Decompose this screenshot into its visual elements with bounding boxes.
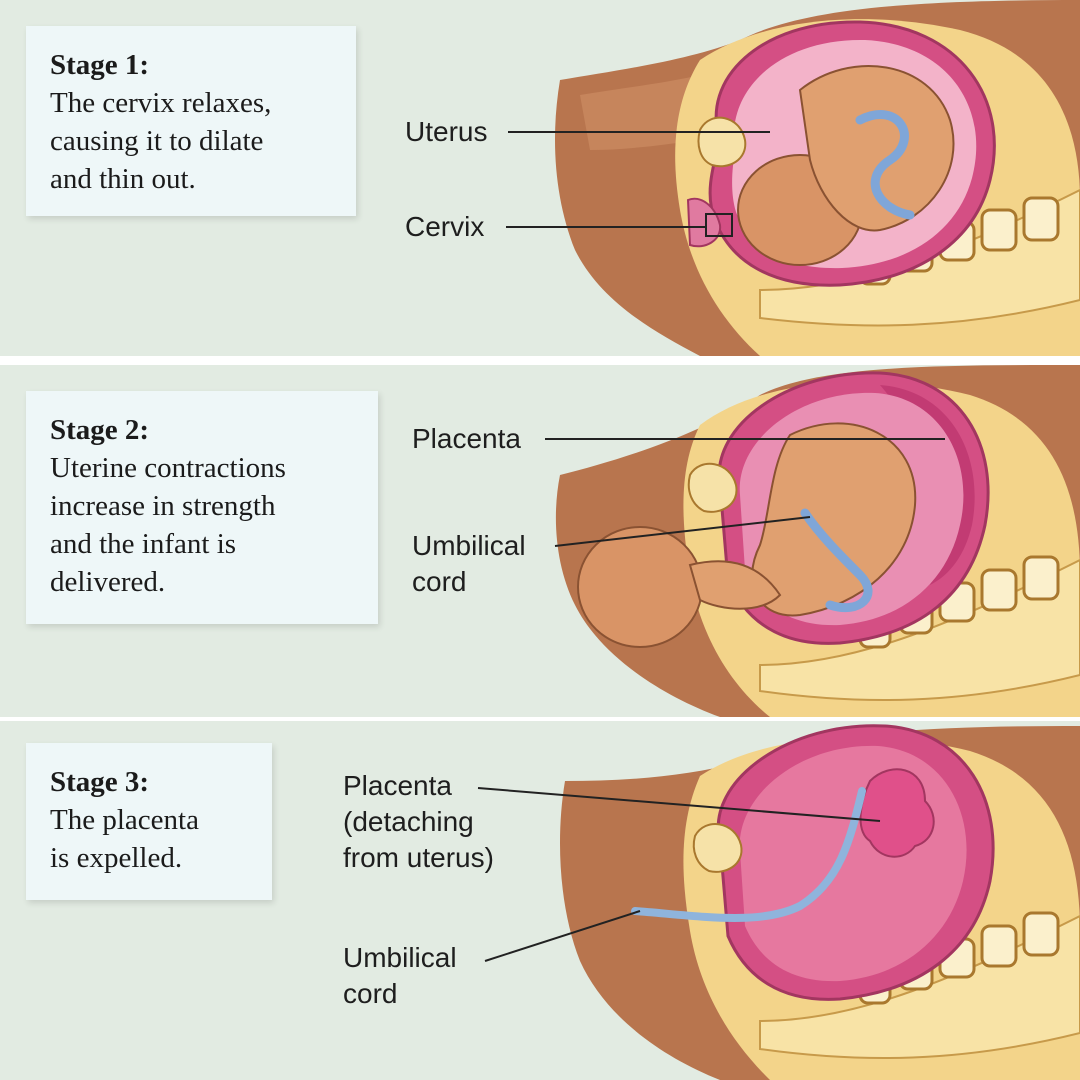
cervix-label: Cervix: [405, 211, 485, 242]
stage-3-panel: Stage 3: The placenta is expelled. Place…: [0, 721, 1080, 1080]
fetus-head-crowning: [577, 526, 703, 648]
uterus-label: Uterus: [405, 116, 488, 147]
stage-1-anatomy-illustration: [506, 0, 1080, 356]
umbilical-cord-label: Umbilical cord: [343, 942, 457, 1009]
stage-2-caption-box: Stage 2: Uterine contractions increase i…: [26, 391, 378, 624]
detaching-placenta: [859, 768, 935, 858]
umbilical-cord-label: Umbilical cord: [412, 530, 526, 597]
placenta-leader-line: [477, 787, 881, 822]
stage-3-caption-box: Stage 3: The placenta is expelled.: [26, 743, 272, 900]
cervix-marker: [705, 213, 733, 237]
cervix-tissue: [686, 197, 722, 248]
umbilical-cord-leader-line: [484, 910, 641, 962]
placenta-label: Placenta: [412, 423, 521, 454]
stage-3-anatomy-illustration: [477, 724, 1080, 1080]
umbilical-cord-leader-line: [554, 516, 811, 547]
bladder: [692, 823, 743, 873]
stage-2-title: Stage 2:: [50, 414, 150, 446]
stage-1-title: Stage 1:: [50, 49, 150, 81]
umbilical-cord: [800, 508, 873, 613]
spine-band: [759, 914, 1080, 1060]
spine-band: [759, 558, 1080, 702]
umbilical-cord: [855, 110, 915, 220]
detaching-placenta-label: Placenta (detaching from uterus): [343, 770, 494, 873]
bladder: [687, 462, 738, 513]
fetus-body: [798, 65, 955, 232]
stage-3-description: The placenta is expelled.: [50, 804, 199, 874]
stage-1-panel: Stage 1: The cervix relaxes, causing it …: [0, 0, 1080, 356]
stage-3-title: Stage 3:: [50, 766, 150, 798]
stage-2-panel: Stage 2: Uterine contractions increase i…: [0, 365, 1080, 717]
umbilical-cord: [631, 787, 866, 922]
stage-1-description: The cervix relaxes, causing it to dilate…: [50, 87, 272, 195]
stage-2-anatomy-illustration: [545, 365, 1080, 717]
fetus-arm: [688, 560, 782, 610]
stage-2-description: Uterine contractions increase in strengt…: [50, 452, 286, 598]
stage-1-caption-box: Stage 1: The cervix relaxes, causing it …: [26, 26, 356, 216]
bladder: [697, 116, 747, 168]
fetus-body: [751, 422, 917, 617]
